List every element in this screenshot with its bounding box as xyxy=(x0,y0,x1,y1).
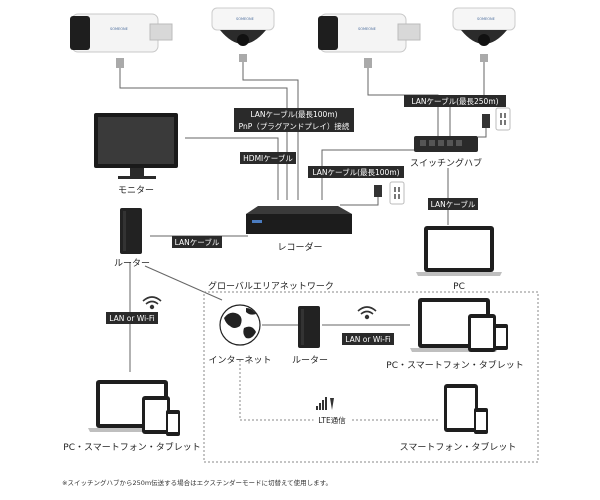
cable-router-globalnet xyxy=(144,265,223,301)
smartphone-remote xyxy=(494,324,508,350)
power-outlet-recorder xyxy=(374,181,405,205)
svg-text:SOMEONE: SOMEONE xyxy=(110,27,128,31)
tablet-remote-2 xyxy=(444,384,478,432)
connection-lines xyxy=(119,62,487,372)
svg-text:LANケーブル(最長100m): LANケーブル(最長100m) xyxy=(312,167,399,177)
monitor-device xyxy=(94,113,178,179)
svg-text:SOMEONE: SOMEONE xyxy=(358,27,376,31)
label-pc-smartphone-tablet-right: PC・スマートフォン・タブレット xyxy=(386,359,523,371)
svg-text:LAN or Wi-Fi: LAN or Wi-Fi xyxy=(345,335,390,344)
svg-text:PnP（プラグアンドプレイ）接続: PnP（プラグアンドプレイ）接続 xyxy=(239,121,350,131)
tag-lte: LTE通信 xyxy=(313,413,351,426)
svg-text:LANケーブル: LANケーブル xyxy=(175,237,220,247)
label-recorder: レコーダー xyxy=(277,241,322,253)
tag-lan-wifi-right: LAN or Wi-Fi xyxy=(342,333,394,345)
label-switching-hub: スイッチングハブ xyxy=(410,157,482,169)
lte-link xyxy=(239,360,440,421)
label-pc-smartphone-tablet-left: PC・スマートフォン・タブレット xyxy=(63,441,200,453)
bullet-camera-1: SOMEONE xyxy=(70,13,173,68)
label-router: ルーター xyxy=(114,258,150,269)
svg-text:SOMEONE: SOMEONE xyxy=(236,17,254,21)
tablet-remote xyxy=(468,314,496,352)
cable-hub-power xyxy=(478,126,487,138)
wifi-icon xyxy=(142,296,162,310)
antenna-icon xyxy=(316,397,334,410)
tag-pnp: PnP（プラグアンドプレイ）接続 xyxy=(234,120,354,132)
svg-text:LAN or Wi-Fi: LAN or Wi-Fi xyxy=(109,314,154,323)
label-router-2: ルーター xyxy=(292,355,328,366)
tag-lan-cable-100m-2: LANケーブル(最長100m) xyxy=(308,166,404,178)
cable-recorder-power xyxy=(340,195,379,206)
cable-hdmi xyxy=(185,137,279,200)
laptop-pc xyxy=(416,226,502,276)
power-outlet-hub xyxy=(482,107,511,131)
svg-text:LANケーブル(最長250m): LANケーブル(最長250m) xyxy=(411,96,498,106)
label-smartphone-tablet: スマートフォン・タブレット xyxy=(400,441,517,453)
tag-lan-cable-pc: LANケーブル xyxy=(428,198,478,210)
router-device xyxy=(120,208,142,254)
footnote: ※スイッチングハブから250m伝送する場合はエクステンダーモードに切替えて使用し… xyxy=(62,478,332,487)
tag-lan-cable-100m: LANケーブル(最長100m) xyxy=(234,108,354,120)
router-device-2 xyxy=(298,306,320,348)
label-internet: インターネット xyxy=(208,355,271,366)
svg-text:SOMEONE: SOMEONE xyxy=(477,17,495,21)
recorder-device xyxy=(246,206,352,234)
switching-hub-device xyxy=(414,136,478,152)
tag-lan-cable-250m: LANケーブル(最長250m) xyxy=(404,95,506,107)
tag-lan-cable-router: LANケーブル xyxy=(172,236,222,248)
label-global-area-network: グローバルエリアネットワーク xyxy=(208,280,334,292)
label-monitor: モニター xyxy=(118,185,154,196)
dotted-lines xyxy=(203,291,539,463)
svg-text:LTE通信: LTE通信 xyxy=(318,415,346,425)
dome-camera-2: SOMEONE xyxy=(452,7,516,62)
svg-text:LANケーブル(最長100m): LANケーブル(最長100m) xyxy=(250,109,337,119)
label-pc: PC xyxy=(453,282,465,292)
smartphone-remote-2 xyxy=(474,408,488,434)
bullet-camera-2: SOMEONE xyxy=(318,13,421,68)
cable-hub-recorder xyxy=(321,149,416,200)
svg-text:HDMIケーブル: HDMIケーブル xyxy=(243,153,293,163)
cable-camera3 xyxy=(367,68,439,136)
cable-camera1 xyxy=(119,68,288,200)
tag-hdmi: HDMIケーブル xyxy=(240,152,296,164)
dome-camera-1: SOMEONE xyxy=(211,7,275,62)
svg-text:LANケーブル: LANケーブル xyxy=(431,199,476,209)
smartphone-local xyxy=(166,410,180,436)
tablet-local xyxy=(142,396,170,434)
cable-camera2 xyxy=(242,62,299,200)
tag-lan-wifi-left: LAN or Wi-Fi xyxy=(106,312,158,324)
globe-icon xyxy=(219,304,261,346)
wifi-icon-2 xyxy=(357,306,377,320)
